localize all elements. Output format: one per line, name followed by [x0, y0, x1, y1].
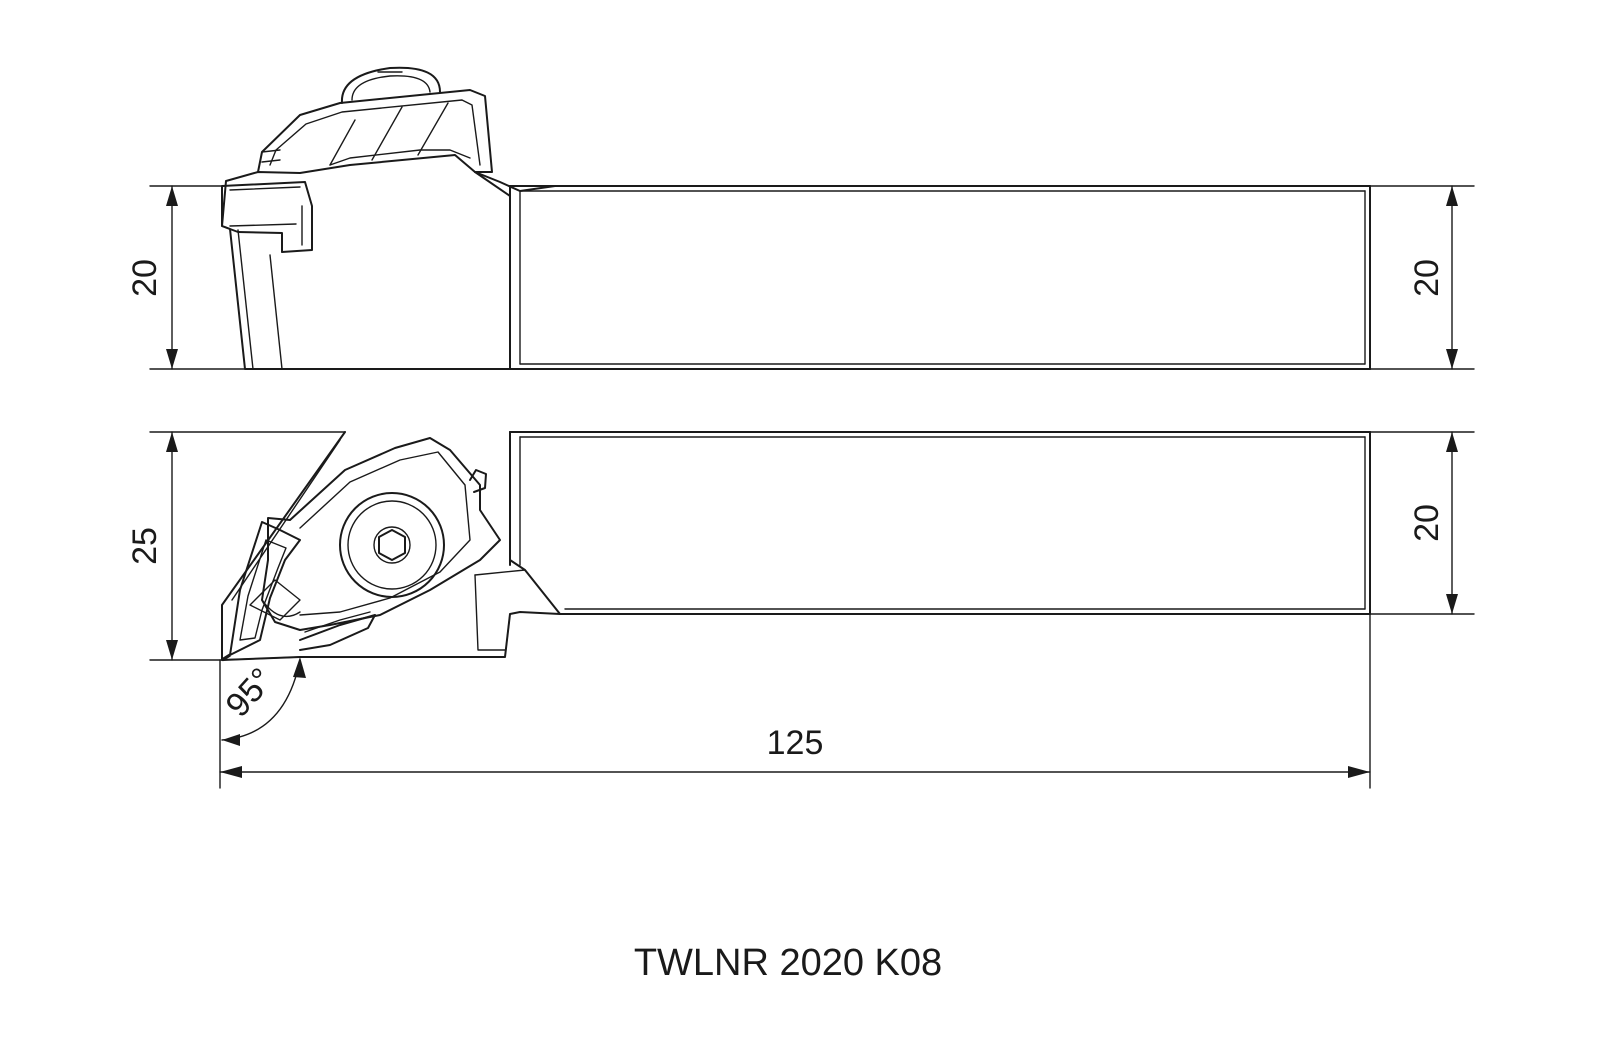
top-width-left-label: 25 — [126, 527, 164, 565]
side-head — [221, 66, 556, 370]
dim-top-shank-width: 20 — [1408, 431, 1458, 615]
dim-overall-length: 125 — [219, 613, 1371, 789]
dim-top-width-left: 25 — [126, 431, 178, 661]
designation-title: TWLNR 2020 K08 — [634, 942, 942, 984]
top-shank — [509, 431, 1371, 615]
dim-approach-angle: 95° — [219, 656, 306, 746]
side-height-right-label: 20 — [1408, 259, 1446, 297]
approach-angle-label: 95° — [219, 661, 282, 725]
overall-length-label: 125 — [767, 724, 824, 762]
top-head — [221, 431, 561, 662]
top-view: 25 20 95° — [126, 431, 1475, 746]
dim-side-height-right: 20 — [1408, 185, 1458, 370]
dim-side-height-left: 20 — [126, 185, 178, 370]
side-shank — [509, 185, 1371, 370]
side-view: 20 20 — [126, 66, 1475, 370]
side-height-left-label: 20 — [126, 259, 164, 297]
top-shank-width-label: 20 — [1408, 504, 1446, 542]
